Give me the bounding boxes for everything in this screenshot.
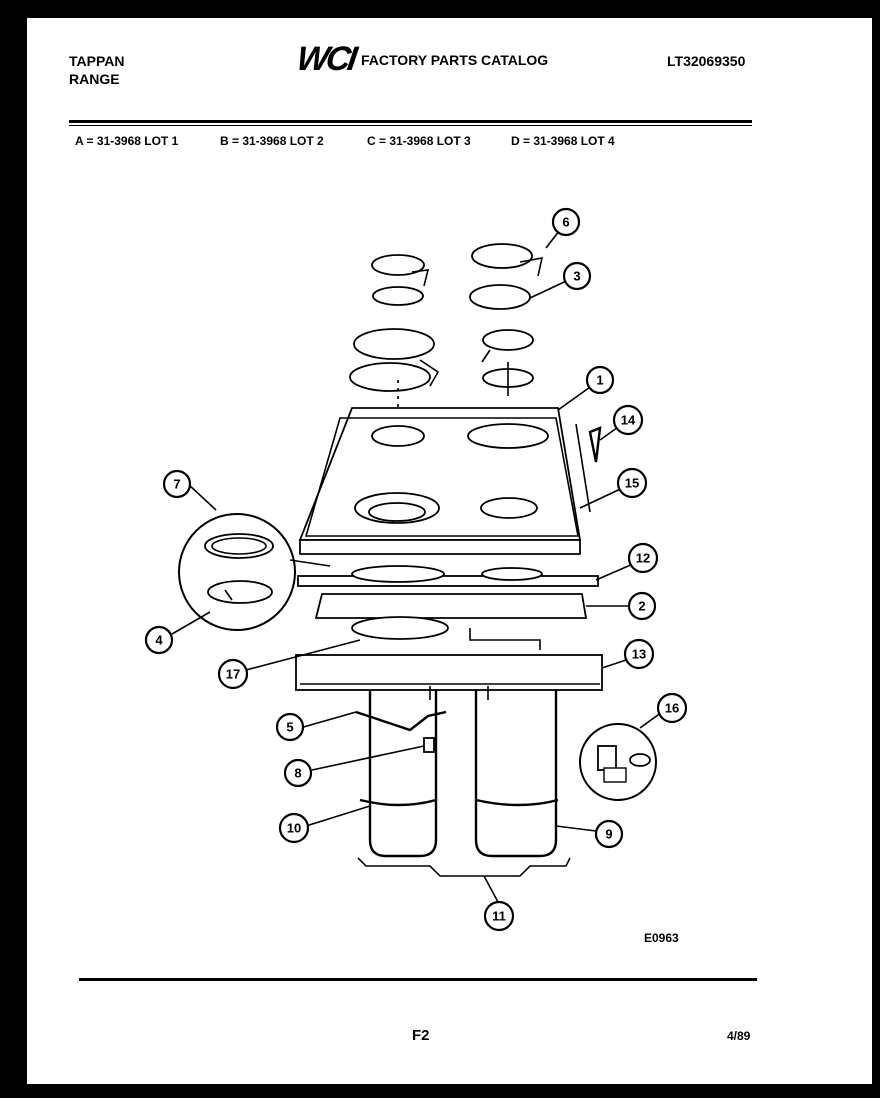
lot-c: C = 31-3968 LOT 3: [367, 134, 471, 148]
ring-inset: [178, 513, 296, 631]
callout-14: 14: [612, 404, 644, 436]
exploded-parts-diagram: 1 2 3 4 5 6 7 8 9 10 11 12 13 14 15 16 1…: [144, 207, 688, 932]
callout-7: 7: [162, 469, 192, 499]
svg-text:5: 5: [286, 720, 293, 735]
svg-text:14: 14: [621, 413, 636, 428]
brand-block: TAPPAN RANGE: [69, 52, 124, 88]
svg-text:11: 11: [492, 909, 506, 924]
callout-13: 13: [623, 638, 655, 670]
callout-15: 15: [616, 467, 648, 499]
callout-3: 3: [562, 261, 592, 291]
svg-text:2: 2: [638, 599, 645, 614]
large-surface-unit-rear-right: [469, 243, 544, 310]
callout-11: 11: [483, 900, 515, 932]
svg-text:8: 8: [294, 766, 301, 781]
svg-text:10: 10: [287, 821, 301, 836]
svg-text:3: 3: [573, 269, 580, 284]
revision-date: 4/89: [727, 1029, 751, 1043]
lot-a: A = 31-3968 LOT 1: [75, 134, 179, 148]
diagram-code: E0963: [644, 931, 679, 945]
svg-text:9: 9: [605, 827, 612, 842]
callout-2: 2: [627, 591, 657, 621]
callout-9: 9: [594, 819, 624, 849]
svg-text:4: 4: [155, 633, 163, 648]
svg-text:1: 1: [596, 373, 603, 388]
lower-element-tubes: [359, 686, 559, 858]
small-surface-unit-front-right: [481, 329, 534, 396]
header-rule: [69, 120, 752, 123]
svg-text:12: 12: [636, 551, 650, 566]
callout-12: 12: [627, 542, 659, 574]
catalog-page: TAPPAN RANGE WCI FACTORY PARTS CATALOG L…: [27, 18, 872, 1084]
drip-shield: [357, 857, 571, 877]
front-frame: [295, 654, 603, 691]
product-type: RANGE: [69, 71, 120, 87]
lot-d: D = 31-3968 LOT 4: [511, 134, 615, 148]
burner-box-pan: [351, 616, 541, 650]
brand-name: TAPPAN: [69, 53, 125, 69]
svg-text:6: 6: [562, 215, 569, 230]
large-surface-unit-front-left: [349, 328, 440, 392]
callout-4: 4: [144, 625, 174, 655]
model-number: LT32069350: [667, 53, 746, 69]
header-rule-thin: [69, 125, 752, 126]
cooktop-main-top: [298, 407, 591, 555]
svg-text:13: 13: [632, 647, 646, 662]
callout-8: 8: [283, 758, 313, 788]
callout-6: 6: [551, 207, 581, 237]
element-bracket: [355, 710, 447, 753]
catalog-title: FACTORY PARTS CATALOG: [361, 52, 549, 68]
svg-text:16: 16: [665, 701, 679, 716]
trim-14: [588, 426, 602, 463]
svg-text:17: 17: [226, 667, 240, 682]
callout-5: 5: [275, 712, 305, 742]
burner-box-gasket: [314, 593, 588, 619]
page-number: F2: [412, 1027, 430, 1044]
callout-10: 10: [278, 812, 310, 844]
svg-text:15: 15: [625, 476, 639, 491]
small-surface-unit-rear-left: [371, 254, 430, 306]
kit-16: [579, 723, 657, 801]
footer-rule: [79, 978, 757, 981]
trim-strip: [297, 565, 599, 587]
callout-17: 17: [217, 658, 249, 690]
callout-1: 1: [585, 365, 615, 395]
callout-16: 16: [656, 692, 688, 724]
svg-text:7: 7: [173, 477, 180, 492]
lot-b: B = 31-3968 LOT 2: [220, 134, 324, 148]
